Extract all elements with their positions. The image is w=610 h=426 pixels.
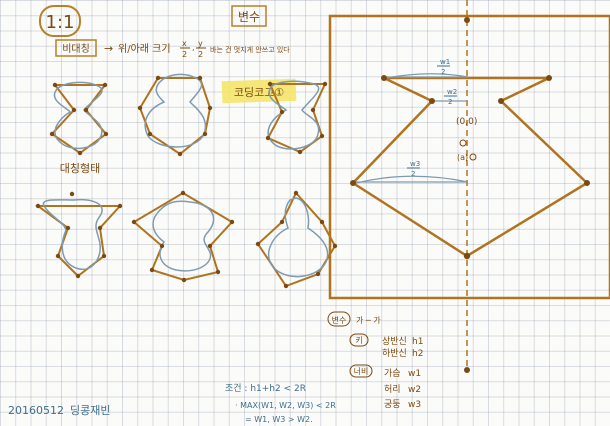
page-title: 변수 — [238, 10, 260, 24]
note-tag: 비대칭 — [62, 43, 90, 55]
frac1-num: x — [182, 39, 187, 48]
legend-height-tag: 키 — [355, 336, 362, 345]
symmetric-label: 대칭형태 — [60, 162, 100, 175]
vertex-dots — [350, 17, 590, 373]
legend-hip-var: w3 — [408, 400, 421, 410]
legend-chest: 가슴 — [384, 368, 401, 379]
frac2-den: 2 — [198, 50, 203, 59]
shape-sketch-3 — [265, 80, 328, 155]
shape-sketch-4 — [34, 191, 123, 279]
width-guides — [355, 73, 469, 184]
note-text: 위/아래 크기 — [118, 42, 171, 55]
constraint-line-3: = W1, W3 > W2. — [245, 415, 313, 424]
w3-num: w3 — [410, 160, 420, 168]
legend-waist: 허리 — [384, 384, 401, 395]
svg-text:,: , — [192, 43, 195, 52]
shape-sketch-6 — [255, 190, 338, 289]
frac2-num: y — [198, 39, 203, 48]
w1-den: 2 — [441, 68, 445, 76]
legend-hip: 궁둥 — [384, 399, 401, 410]
legend-upper: 상반신 — [382, 336, 407, 347]
constraints-block: 조건 : h1+h2 < 2R · MAX(W1, W2, W3) < 2R =… — [225, 383, 336, 424]
legend-lower: 하반신 — [382, 348, 407, 359]
legend-width-tag: 너비 — [354, 366, 369, 376]
diagram-frame — [328, 14, 610, 300]
w2-den: 2 — [448, 98, 452, 106]
title-badge: 변수 — [231, 5, 267, 27]
author-text: 딩콩재빈 — [70, 404, 110, 417]
marker-b — [469, 153, 477, 161]
legend-waist-var: w2 — [408, 385, 421, 395]
frac1-den: 2 — [182, 50, 187, 59]
legend-chest-var: w1 — [408, 369, 421, 379]
constraint-line-1: 조건 : h1+h2 < 2R — [225, 383, 306, 394]
shape-sketch-5 — [131, 190, 235, 283]
arrow-glyph: → — [104, 42, 113, 55]
shape-sketch-1 — [49, 81, 109, 156]
w3-den: 2 — [411, 170, 415, 178]
signature: 20160512 딩콩재빈 — [8, 404, 110, 417]
ratio-badge: 1:1 — [39, 5, 81, 37]
note-tail: 바는 건 멋지게 안쓰고 있다 — [210, 45, 290, 54]
small-label: (a) — [457, 153, 468, 162]
origin-label: (0,0) — [456, 117, 477, 127]
marker-a — [459, 139, 467, 147]
legend-upper-var: h1 — [412, 337, 423, 347]
shape-sketch-2 — [137, 73, 213, 157]
date-text: 20160512 — [8, 404, 64, 417]
legend-var-tag: 변수 — [332, 315, 347, 325]
legend-arrow: 가 ─ 가 — [356, 316, 381, 325]
legend-lower-var: h2 — [412, 349, 423, 359]
sticky-label: 코딩코고① — [234, 86, 284, 99]
w1-num: w1 — [440, 58, 450, 66]
main-shape — [351, 76, 590, 258]
constraint-line-2: · MAX(W1, W2, W3) < 2R — [235, 401, 336, 410]
ratio-text: 1:1 — [46, 12, 75, 33]
w2-num: w2 — [447, 88, 457, 96]
asymmetry-note: 비대칭 → 위/아래 크기 x 2 , y 2 바는 건 멋지게 안쓰고 있다 — [55, 39, 290, 59]
main-diagram: w1 2 w2 2 w3 2 (0,0) (a) — [328, 0, 610, 373]
variable-legend: 변수 가 ─ 가 키 상반신 h1 하반신 h2 너비 가슴 w1 허리 w2 … — [327, 311, 423, 410]
